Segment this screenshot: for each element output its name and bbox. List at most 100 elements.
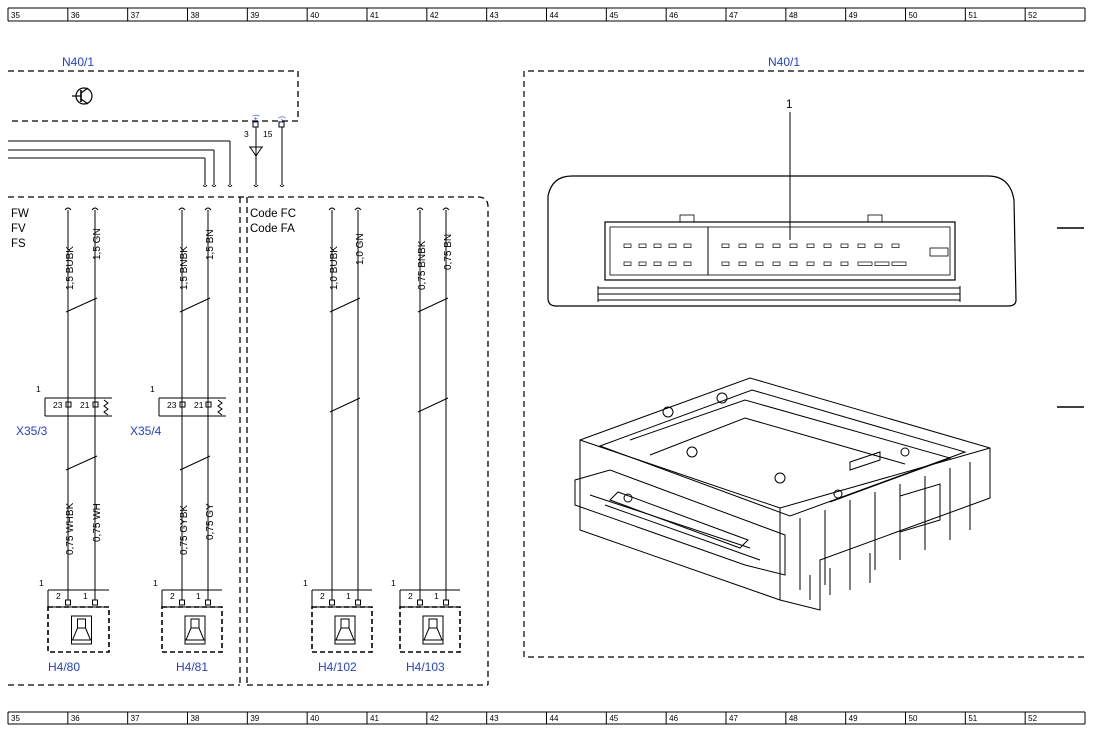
ruler-label: 46 (669, 11, 678, 20)
code-fc: Code FC (250, 208, 296, 220)
speaker-icon (71, 615, 92, 645)
connector-index: 1 (150, 384, 155, 394)
callout-number: 1 (786, 99, 792, 111)
control-unit-schematic: N40/1 (+) (-) 3 15 (8, 55, 299, 187)
code-fv: FV (11, 223, 26, 235)
ruler-label: 52 (1028, 714, 1037, 723)
speaker-pin: 1 (434, 591, 439, 601)
ruler-label: 43 (490, 11, 499, 20)
ruler-label: 52 (1028, 11, 1037, 20)
code-fs: FS (11, 238, 26, 250)
ruler-label: 40 (310, 714, 319, 723)
wire-label: 1,5 BN (205, 229, 216, 260)
speaker-h4-103: 1 2 1H4/103 (391, 578, 461, 674)
ruler-label: 35 (11, 11, 20, 20)
wire-label: 0,75 BN (443, 234, 454, 270)
speaker-pin: 2 (408, 591, 413, 601)
speaker-index: 1 (153, 578, 158, 588)
control-unit-label-right: N40/1 (768, 55, 800, 69)
connector-index: 1 (36, 384, 41, 394)
speaker-pin: 2 (56, 591, 61, 601)
speaker-label: H4/81 (176, 660, 208, 674)
wire-label: 1,5 GN (92, 228, 103, 260)
code-fa: Code FA (250, 223, 295, 235)
speaker-pin: 1 (346, 591, 351, 601)
code-fw: FW (11, 208, 29, 220)
pin-minus-symbol: (-) (279, 116, 286, 123)
ruler-label: 50 (909, 11, 918, 20)
wire-label: 0,75 GYBK (179, 505, 190, 555)
ruler-label: 37 (131, 714, 140, 723)
speaker-icon (334, 615, 356, 645)
speaker-index: 1 (391, 578, 396, 588)
ruler-label: 45 (609, 714, 618, 723)
speaker-h4-102: 1 2 1H4/102 (303, 578, 373, 674)
wire-label: 0,75 GY (205, 503, 216, 540)
ruler-label: 42 (430, 714, 439, 723)
harness-boundary (8, 196, 489, 686)
pin-plus-symbol: (+) (253, 114, 260, 123)
ruler-label: 39 (250, 714, 259, 723)
ruler-label: 49 (849, 11, 858, 20)
ruler-label: 39 (250, 11, 259, 20)
ruler-label: 45 (609, 11, 618, 20)
wire-label: 1,5 BUBK (65, 246, 76, 290)
shield-ground-icon (249, 146, 263, 157)
ruler-top: 35 36 37 38 39 40 41 42 43 44 45 46 47 48 49 50 51 52 (7, 7, 1086, 22)
speaker-label: H4/80 (48, 660, 80, 674)
connector-x35-3: 1 23 21 X35/3 (16, 384, 112, 438)
connector-label: X35/4 (130, 424, 162, 438)
speaker-label: H4/102 (318, 660, 357, 674)
ruler-label: 37 (131, 11, 140, 20)
wire-group-1 (64, 207, 450, 600)
connector-pin: 21 (80, 400, 90, 410)
module-housing-illustration (574, 377, 991, 611)
ruler-label: 48 (789, 11, 798, 20)
pin-minus-number: 15 (263, 129, 273, 139)
ruler-label: 38 (191, 11, 200, 20)
ruler-label: 42 (430, 11, 439, 20)
ruler-label: 44 (550, 11, 559, 20)
ruler-label: 48 (789, 714, 798, 723)
connector-label: X35/3 (16, 424, 48, 438)
speaker-pin: 2 (320, 591, 325, 601)
speaker-icon (184, 615, 206, 645)
ruler-label: 51 (968, 11, 977, 20)
ruler-label: 46 (669, 714, 678, 723)
ruler-label: 41 (370, 714, 379, 723)
ruler-label: 51 (968, 714, 977, 723)
speaker-label: H4/103 (406, 660, 445, 674)
speaker-index: 1 (303, 578, 308, 588)
connector-face-illustration (547, 175, 1017, 307)
ruler-label: 47 (729, 11, 738, 20)
pin-plus-number: 3 (244, 129, 249, 139)
ruler-label: 38 (191, 714, 200, 723)
connector-pin: 23 (167, 400, 177, 410)
speaker-index: 1 (39, 578, 44, 588)
wire-label: 1,0 BUBK (329, 246, 340, 290)
wire-label: 0,75 BNBK (417, 240, 428, 290)
speaker-pin: 1 (196, 591, 201, 601)
speaker-pin: 1 (83, 591, 88, 601)
transistor-icon (72, 87, 93, 105)
ruler-label: 40 (310, 11, 319, 20)
wire-label: 0,75 WHBK (65, 502, 76, 555)
connector-x35-4: 1 23 21 X35/4 (130, 384, 226, 438)
control-unit-label-left: N40/1 (62, 55, 94, 69)
connector-pin: 23 (53, 400, 63, 410)
ruler-label: 36 (71, 714, 80, 723)
speaker-pin: 2 (170, 591, 175, 601)
connector-pin: 21 (194, 400, 204, 410)
ruler-label: 49 (849, 714, 858, 723)
ruler-label: 50 (909, 714, 918, 723)
ruler-label: 44 (550, 714, 559, 723)
ruler-label: 43 (490, 714, 499, 723)
wire-label: 1,5 BNBK (179, 246, 190, 290)
ruler-label: 47 (729, 714, 738, 723)
ruler-label: 36 (71, 11, 80, 20)
component-illustration: N40/1 1 (523, 55, 1084, 658)
wire-label: 1,0 GN (355, 233, 366, 265)
wire-label: 0,75 WH (92, 503, 103, 542)
ruler-label: 41 (370, 11, 379, 20)
